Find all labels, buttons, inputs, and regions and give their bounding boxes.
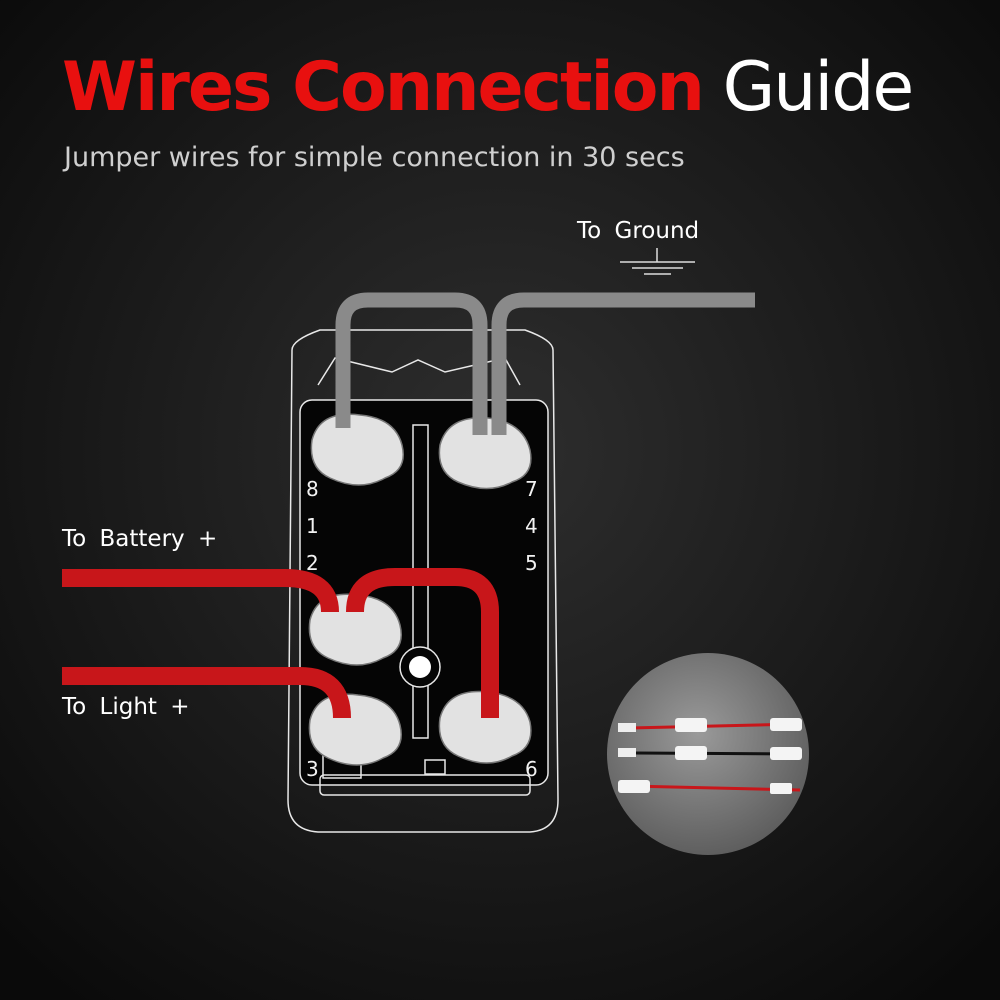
title-rest: Guide [722,48,915,127]
pin-7: 7 [525,477,538,501]
light-wire [62,667,351,719]
label-light: To Light + [62,694,190,720]
battery-wire [62,569,339,613]
pin-8: 8 [306,477,319,501]
terminal-3 [308,693,402,766]
gray-jumper-wire [335,292,488,435]
ground-wire [491,292,755,435]
pin-2: 2 [306,551,319,575]
terminal-6 [438,690,532,764]
terminal-8 [310,413,404,486]
jumper-wire-3 [618,780,801,794]
red-jumper-wire [346,568,499,718]
pin-1: 1 [306,514,319,538]
jumper-wire-2 [618,746,802,760]
page-title: Wires Connection Guide [62,48,915,127]
pin-4: 4 [525,514,538,538]
jumper-wire-1 [618,718,802,732]
label-battery: To Battery + [62,526,218,552]
title-highlight: Wires Connection [62,48,705,127]
ground-symbol-icon [620,248,695,275]
pin-6: 6 [525,757,538,781]
pin-5: 5 [525,551,538,575]
pin-3: 3 [306,757,319,781]
label-ground: To Ground [577,218,700,244]
subtitle: Jumper wires for simple connection in 30… [64,142,685,173]
jumper-wires-inset [607,653,809,855]
